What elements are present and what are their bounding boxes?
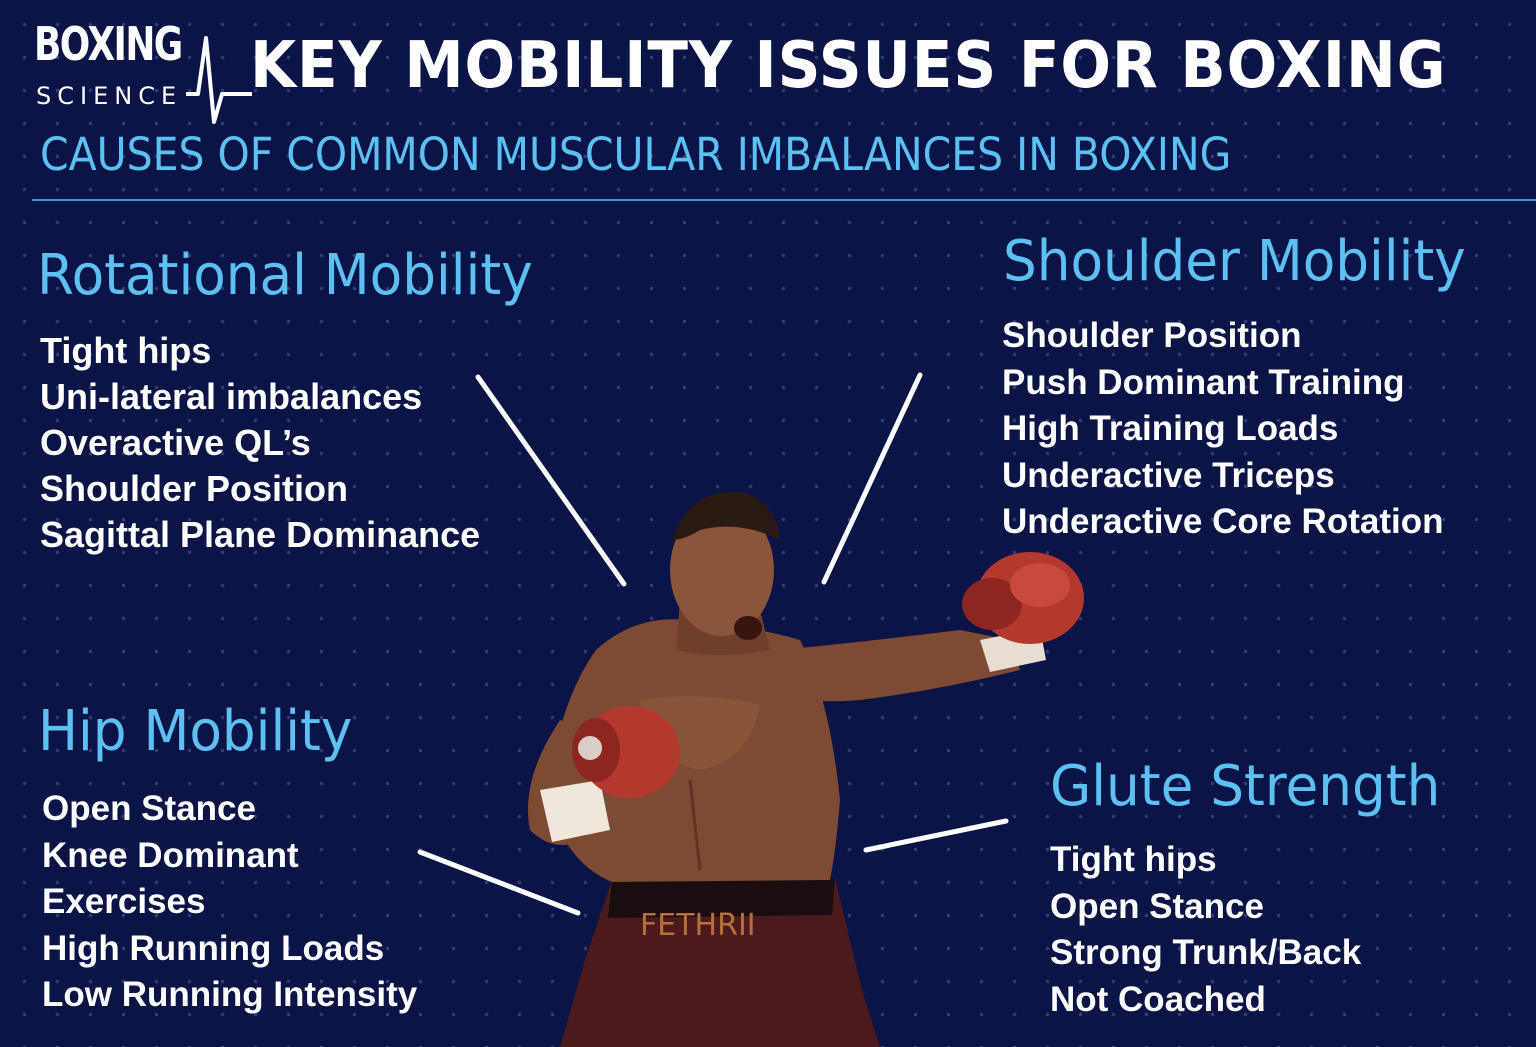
page-subtitle: CAUSES OF COMMON MUSCULAR IMBALANCES IN …: [40, 128, 1232, 181]
list-item: Shoulder Position: [40, 468, 349, 509]
list-item: Tight hips: [40, 330, 212, 371]
list-item: Push Dominant Training: [1002, 362, 1405, 402]
hip-mobility-title: Hip Mobility: [38, 699, 353, 764]
header-divider: [32, 199, 1536, 201]
list-item: Uni-lateral imbalances: [40, 376, 423, 417]
list-item: Low Running Intensity: [42, 975, 418, 1014]
shoulder-mobility-title: Shoulder Mobility: [1003, 229, 1466, 294]
list-item: Overactive QL’s: [40, 422, 311, 463]
list-item: Knee Dominant: [42, 835, 299, 875]
trunks-lettering: FETHRII: [640, 908, 756, 943]
glute-strength-list: Tight hips Open Stance Strong Trunk/Back…: [1050, 837, 1361, 1023]
list-item: Not Coached: [1050, 979, 1266, 1019]
rotational-mobility-title: Rotational Mobility: [37, 243, 533, 308]
list-item: Underactive Core Rotation: [1002, 502, 1444, 541]
list-item: Open Stance: [42, 789, 256, 828]
list-item: Open Stance: [1050, 886, 1264, 926]
rotational-mobility-list: Tight hips Uni-lateral imbalances Overac…: [40, 328, 480, 558]
heartbeat-icon: [186, 36, 252, 124]
list-item: Strong Trunk/Back: [1050, 933, 1362, 972]
list-item: High Training Loads: [1002, 409, 1339, 448]
list-item: Shoulder Position: [1002, 316, 1302, 355]
shoulder-mobility-list: Shoulder Position Push Dominant Training…: [1002, 313, 1443, 546]
logo-wordmark-top: BOXING: [34, 17, 183, 71]
list-item: Underactive Triceps: [1002, 455, 1335, 495]
boxing-science-logo: BOXING SCIENCE: [34, 17, 252, 124]
page-title: KEY MOBILITY ISSUES FOR BOXING: [250, 29, 1447, 103]
list-item: High Running Loads: [42, 928, 385, 968]
logo-wordmark-bottom: SCIENCE: [36, 82, 183, 110]
hip-mobility-list: Open Stance Knee Dominant Exercises High…: [42, 786, 417, 1019]
list-item: Exercises: [42, 882, 206, 921]
glute-strength-title: Glute Strength: [1050, 754, 1441, 819]
list-item: Tight hips: [1050, 840, 1217, 879]
list-item: Sagittal Plane Dominance: [40, 514, 481, 555]
